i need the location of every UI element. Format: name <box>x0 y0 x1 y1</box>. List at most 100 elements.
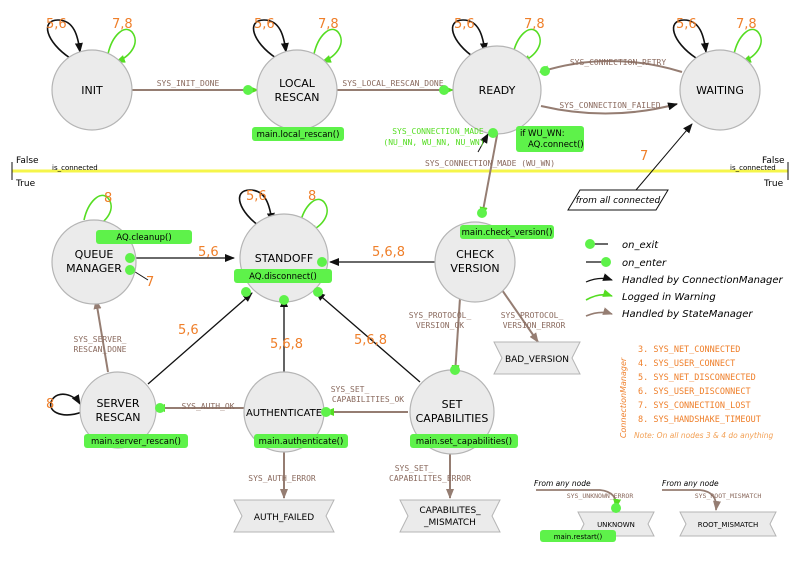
cm-vertical-label: ConnectionManager <box>619 357 628 438</box>
node-root-mismatch-label: ROOT_MISMATCH <box>698 521 759 529</box>
node-local-rescan-label-2: RESCAN <box>274 91 319 104</box>
label-set-capabilities-error-1: SYS_SET_ <box>395 464 434 473</box>
label-qm-to-standoff: 5,6 <box>198 245 219 260</box>
cm-item-8: 8. SYS_HANDSHAKE_TIMEOUT <box>638 415 761 425</box>
true-label-left: True <box>15 179 36 189</box>
edge-any-to-root-mismatch <box>662 489 721 511</box>
callback-aq-cleanup: AQ.cleanup() <box>116 233 171 243</box>
loop-waiting-7-8: 7,8 <box>736 17 757 32</box>
edge-from-all-connected-to-waiting <box>635 123 693 191</box>
on-exit-marker <box>313 287 323 297</box>
callback-authenticate: main.authenticate() <box>259 437 344 447</box>
label-protocol-error-1: SYS_PROTOCOL_ <box>501 311 564 320</box>
cm-item-7: 7. SYS_CONNECTION_LOST <box>638 401 751 411</box>
on-exit-marker <box>488 128 498 138</box>
on-exit-marker <box>241 287 251 297</box>
edge-check-version-to-bad-version <box>501 289 539 343</box>
false-label-left: False <box>16 156 39 166</box>
on-enter-marker <box>243 85 253 95</box>
loop-qm-8: 8 <box>104 191 112 206</box>
legend-logged-warning: Logged in Warning <box>622 292 716 303</box>
node-ready-label: READY <box>479 84 516 97</box>
node-auth-failed-label: AUTH_FAILED <box>254 513 314 523</box>
false-label-right: False <box>762 156 785 166</box>
label-auth-to-standoff: 5,6,8 <box>270 337 303 352</box>
node-init-label: INIT <box>81 84 103 97</box>
edge-ready-to-check-version <box>479 129 499 217</box>
label-sys-init-done: SYS_INIT_DONE <box>157 79 220 88</box>
label-sys-connection-made-1: SYS_CONNECTION_MADE <box>392 127 484 136</box>
node-server-rescan-label-1: SERVER <box>96 397 139 410</box>
label-sys-connection-made-2: (NU_NN, WU_NN, NU_WN) <box>383 138 484 147</box>
node-check-version[interactable]: CHECK VERSION <box>434 221 516 303</box>
on-enter-marker <box>439 85 449 95</box>
node-standoff-label: STANDOFF <box>255 252 313 265</box>
label-protocol-ok-2: VERSION_OK <box>416 321 464 330</box>
callback-boxes: main.local_rescan() if WU_WN: AQ.connect… <box>84 126 616 542</box>
legend: on_exit on_enter Handled by ConnectionMa… <box>585 239 784 320</box>
label-sys-auth-error: SYS_AUTH_ERROR <box>248 474 316 483</box>
cm-item-5: 5. SYS_NET_DISCONNECTED <box>638 373 756 383</box>
cm-note: Note: On all nodes 3 & 4 do anything <box>634 431 773 440</box>
node-ready[interactable]: READY <box>452 45 542 135</box>
label-server-rescan-done-2: RESCAN_DONE <box>74 345 127 354</box>
node-capabilities-mismatch[interactable]: CAPABILITES_ _MISMATCH <box>399 499 501 533</box>
label-set-capabilities-ok-2: CAPABILITIES_OK <box>332 395 404 404</box>
cm-item-6: 6. SYS_USER_DISCONNECT <box>638 387 751 397</box>
label-sys-connection-made-wu-wn: SYS_CONNECTION_MADE (WU_WN) <box>425 159 555 168</box>
callback-local-rescan: main.local_rescan() <box>257 130 340 140</box>
node-authenticate-label: AUTHENTICATE <box>246 408 322 419</box>
node-root-mismatch[interactable]: ROOT_MISMATCH <box>679 511 777 537</box>
callback-check-version: main.check_version() <box>462 228 553 238</box>
label-server-rescan-done-1: SYS_SERVER_ <box>74 335 127 344</box>
cm-item-3: 3. SYS_NET_CONNECTED <box>638 345 740 355</box>
is-connected-right: is_connected <box>730 164 776 172</box>
self-loops <box>46 19 762 416</box>
on-enter-marker <box>540 66 550 76</box>
on-enter-marker <box>611 503 621 513</box>
callback-aq-connect-1: if WU_WN: <box>520 129 565 139</box>
edge-labels: SYS_INIT_DONE SYS_LOCAL_RESCAN_DONE SYS_… <box>74 58 762 500</box>
label-set-capabilities-ok-1: SYS_SET_ <box>331 385 370 394</box>
node-waiting[interactable]: WAITING <box>679 49 761 131</box>
on-enter-marker <box>477 208 487 218</box>
node-server-rescan[interactable]: SERVER RESCAN <box>79 371 157 449</box>
node-unknown-label: UNKNOWN <box>597 521 635 529</box>
loop-waiting-5-6: 5,6 <box>676 17 697 32</box>
callback-aq-connect-2: AQ.connect() <box>528 140 584 150</box>
node-queue-manager-label-1: QUEUE <box>75 248 114 261</box>
node-local-rescan[interactable]: LOCAL RESCAN <box>256 49 338 131</box>
loop-local-5-6: 5,6 <box>254 17 275 32</box>
true-label-right: True <box>763 179 784 189</box>
is-connected-divider: False True is_connected False True is_co… <box>11 156 789 189</box>
loop-ready-7-8: 7,8 <box>524 17 545 32</box>
loop-standoff-8: 8 <box>308 189 316 204</box>
legend-handled-cm: Handled by ConnectionManager <box>622 275 784 286</box>
callback-server-rescan: main.server_rescan() <box>91 437 181 447</box>
node-auth-failed[interactable]: AUTH_FAILED <box>233 499 335 533</box>
from-any-node-left: From any node <box>534 479 591 488</box>
edge-server-rescan-to-queue-manager <box>93 299 109 373</box>
label-set-capabilities-error-2: CAPABILITES_ERROR <box>389 474 471 483</box>
node-waiting-label: WAITING <box>696 84 744 97</box>
on-enter-marker <box>155 403 165 413</box>
on-exit-marker <box>125 265 135 275</box>
label-protocol-ok-1: SYS_PROTOCOL_ <box>409 311 472 320</box>
loop-init-7-8: 7,8 <box>112 17 133 32</box>
on-exit-marker <box>125 253 135 263</box>
from-all-connected-box: from all connected <box>567 189 669 211</box>
node-init[interactable]: INIT <box>51 49 133 131</box>
node-bad-version[interactable]: BAD_VERSION <box>493 341 581 375</box>
node-capabilities-mismatch-label-1: CAPABILITES_ <box>419 506 481 516</box>
nodes: INIT LOCAL RESCAN READY WAITING QUEUE MA… <box>51 45 777 537</box>
node-set-capabilities[interactable]: SET CAPABILITIES <box>409 369 495 455</box>
label-sys-root-mismatch: SYS_ROOT_MISMATCH <box>695 492 762 500</box>
legend-on-exit: on_exit <box>622 240 659 251</box>
from-any-node-right: From any node <box>662 479 719 488</box>
node-capabilities-mismatch-label-2: _MISMATCH <box>423 518 476 528</box>
callback-set-capabilities: main.set_capabilities() <box>416 437 512 447</box>
node-server-rescan-label-2: RESCAN <box>95 411 140 424</box>
on-exit-marker <box>279 295 289 305</box>
loop-ready-5-6: 5,6 <box>454 17 475 32</box>
